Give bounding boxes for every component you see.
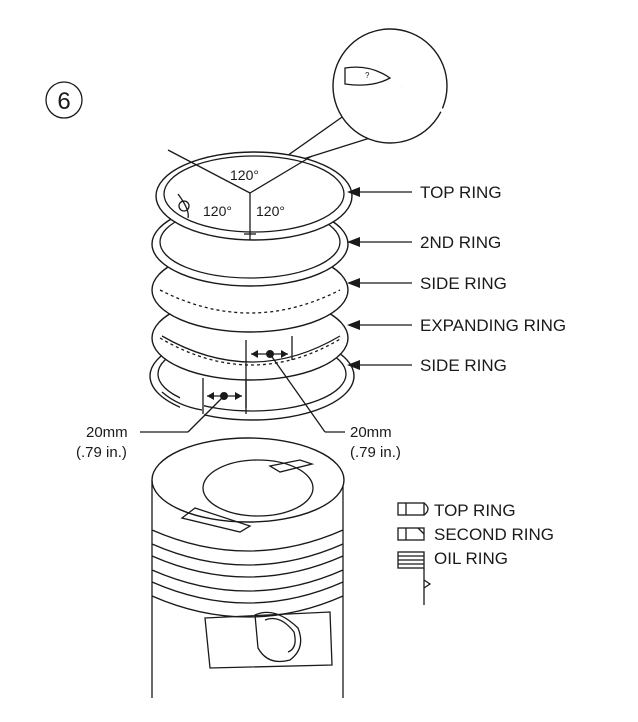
angle-lines: 120° 120° 120°	[167, 149, 313, 240]
gap-left-unit: (.79 in.)	[76, 444, 127, 461]
ring-gap-detail: ?	[249, 28, 448, 183]
legend-top-ring: TOP RING	[434, 501, 516, 520]
legend-oil-ring: OIL RING	[434, 549, 508, 568]
label-expanding-ring: EXPANDING RING	[420, 316, 566, 335]
gap-marker-right	[245, 336, 345, 433]
label-side-ring-upper: SIDE RING	[420, 274, 507, 293]
gap-right-value: 20mm	[350, 424, 392, 441]
step-badge: 6	[45, 81, 83, 119]
ring-top	[155, 151, 353, 241]
angle-top-label: 120°	[230, 167, 259, 183]
gap-right-unit: (.79 in.)	[350, 444, 401, 461]
label-side-ring-lower: SIDE RING	[420, 356, 507, 375]
angle-right-label: 120°	[256, 203, 285, 219]
ring-profile-legend: TOP RING SECOND RING OIL RING	[397, 501, 554, 605]
gap-marker-left	[140, 378, 247, 433]
legend-second-ring: SECOND RING	[434, 525, 554, 544]
step-number: 6	[57, 88, 70, 115]
ring-callouts: TOP RING 2ND RING SIDE RING EXPANDING RI…	[347, 183, 566, 375]
piston	[151, 437, 345, 698]
label-2nd-ring: 2ND RING	[420, 233, 501, 252]
label-top-ring: TOP RING	[420, 183, 502, 202]
angle-left-label: 120°	[203, 203, 232, 219]
svg-text:?: ?	[365, 71, 370, 80]
gap-left-value: 20mm	[86, 424, 128, 441]
